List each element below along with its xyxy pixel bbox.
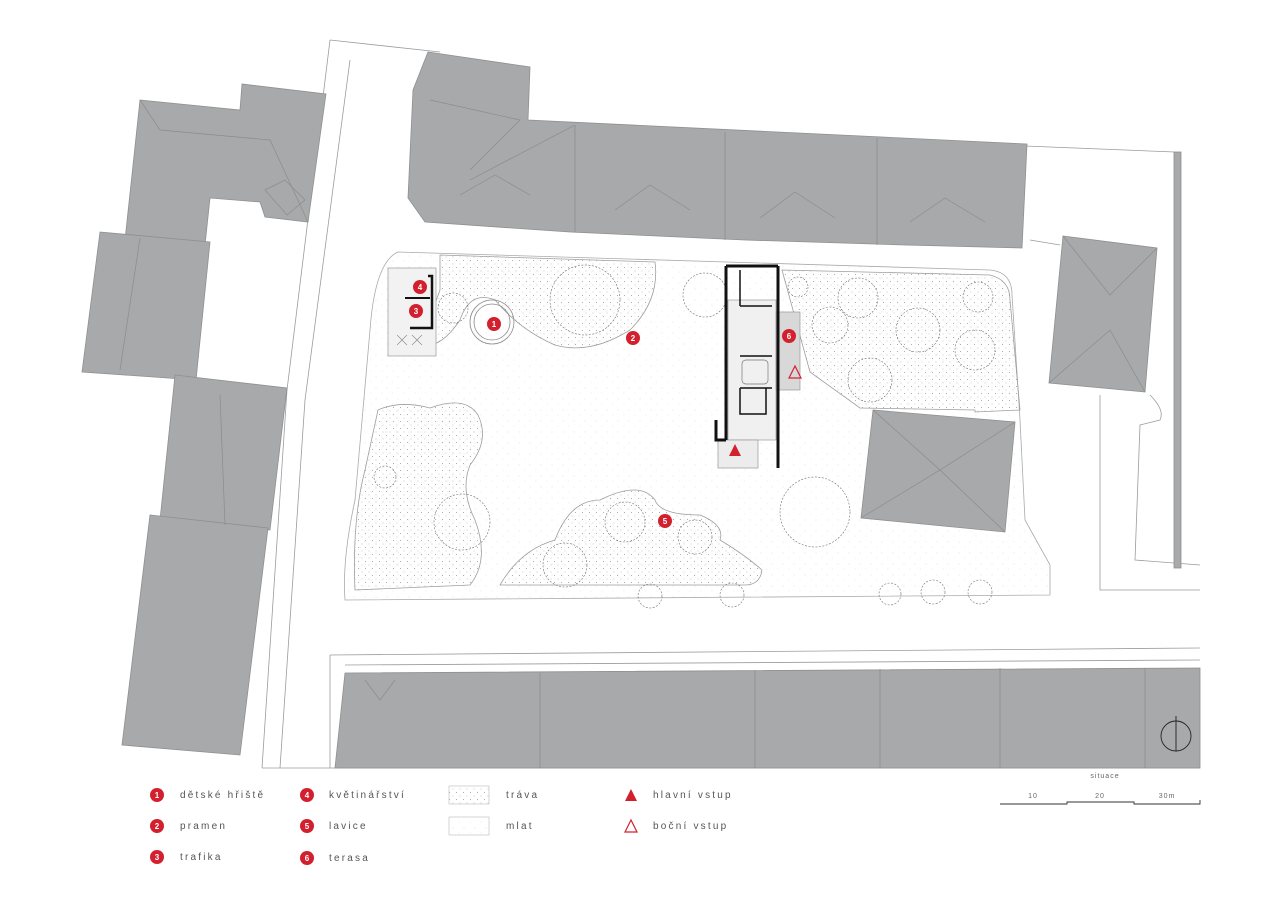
legend-label: květinářství — [329, 790, 406, 801]
scale-title: situace — [1090, 773, 1119, 780]
marker-5[interactable]: 5 — [658, 514, 672, 528]
legend-item-3: 3 trafika — [150, 850, 223, 864]
marker-6[interactable]: 6 — [782, 329, 796, 343]
north-arrow-icon — [1160, 716, 1192, 752]
grass-area-northeast — [781, 269, 1021, 413]
legend-item-1: 1 dětské hřiště — [150, 788, 265, 802]
svg-text:2: 2 — [155, 822, 160, 831]
tree — [542, 542, 588, 588]
scale-tick-30: 30m — [1159, 793, 1176, 800]
tree — [895, 307, 941, 353]
tree — [373, 465, 397, 489]
tree — [787, 276, 809, 298]
svg-text:4: 4 — [418, 283, 423, 292]
legend-label: trafika — [180, 852, 223, 863]
legend-surface-gravel: mlat — [448, 816, 534, 836]
marker-1[interactable]: 1 — [487, 317, 501, 331]
svg-text:3: 3 — [155, 853, 160, 862]
tree — [719, 582, 745, 608]
plan-markers: 1 2 3 4 5 6 — [409, 280, 796, 528]
tree — [962, 281, 994, 313]
scale-tick-20: 20 — [1095, 793, 1105, 800]
svg-text:6: 6 — [787, 332, 792, 341]
tree — [878, 582, 902, 606]
svg-text:4: 4 — [305, 791, 310, 800]
building-south — [334, 667, 1201, 769]
tree — [433, 493, 491, 551]
building-west-top — [124, 83, 327, 246]
svg-text:1: 1 — [155, 791, 160, 800]
tree — [779, 476, 851, 548]
legend-label: boční vstup — [653, 821, 728, 832]
svg-text:5: 5 — [305, 822, 310, 831]
legend-main-entrance: hlavní vstup — [625, 789, 733, 801]
side-entrance-marker — [788, 364, 802, 379]
legend-side-entrance: boční vstup — [624, 818, 728, 833]
svg-text:3: 3 — [414, 307, 419, 316]
tree — [837, 277, 879, 319]
outline-triangle-icon — [624, 818, 638, 833]
marker-3[interactable]: 3 — [409, 304, 423, 318]
tree — [637, 583, 663, 609]
building-west-lower — [159, 374, 288, 531]
roof-lines — [119, 99, 1158, 768]
svg-text:5: 5 — [663, 517, 668, 526]
legend-item-5: 5 lavice — [300, 819, 368, 833]
trees — [373, 264, 996, 609]
building-west-mid — [81, 231, 211, 381]
grass-areas — [354, 254, 1021, 591]
scale-bar: situace 10 20 30m — [1000, 773, 1201, 805]
legend-item-2: 2 pramen — [150, 819, 227, 833]
tree — [549, 264, 621, 336]
grass-area-north — [419, 254, 657, 349]
tree — [437, 292, 469, 324]
svg-text:1: 1 — [492, 320, 497, 329]
pavilion — [714, 264, 801, 469]
legend-label: mlat — [506, 821, 534, 832]
entrances — [729, 364, 802, 456]
filled-triangle-icon — [625, 789, 637, 801]
grass-area-west — [354, 402, 483, 591]
building-west-bottom — [121, 514, 269, 756]
legend-label: tráva — [506, 790, 539, 801]
legend-label: hlavní vstup — [653, 790, 733, 801]
svg-text:6: 6 — [305, 854, 310, 863]
playground — [469, 299, 515, 345]
building-east-strip — [1173, 151, 1182, 569]
tree — [847, 357, 893, 403]
tree — [967, 579, 993, 605]
main-entrance-marker — [729, 444, 741, 456]
legend-item-6: 6 terasa — [300, 851, 370, 865]
legend-item-4: 4 květinářství — [300, 788, 406, 802]
tree — [920, 579, 946, 605]
tree — [677, 519, 713, 555]
legend-surface-grass: tráva — [448, 785, 539, 805]
scale-tick-10: 10 — [1028, 793, 1038, 800]
tree — [954, 329, 996, 371]
building-north — [407, 51, 1028, 249]
legend: 1 dětské hřiště 2 pramen 3 trafika 4 kvě… — [150, 785, 733, 865]
legend-label: terasa — [329, 853, 370, 864]
grass-area-south — [499, 489, 763, 586]
tree — [604, 501, 646, 543]
legend-label: lavice — [329, 821, 368, 832]
legend-label: pramen — [180, 821, 227, 832]
svg-text:2: 2 — [631, 334, 636, 343]
marker-2[interactable]: 2 — [626, 331, 640, 345]
tree — [811, 306, 849, 344]
marker-4[interactable]: 4 — [413, 280, 427, 294]
legend-label: dětské hřiště — [180, 790, 265, 801]
